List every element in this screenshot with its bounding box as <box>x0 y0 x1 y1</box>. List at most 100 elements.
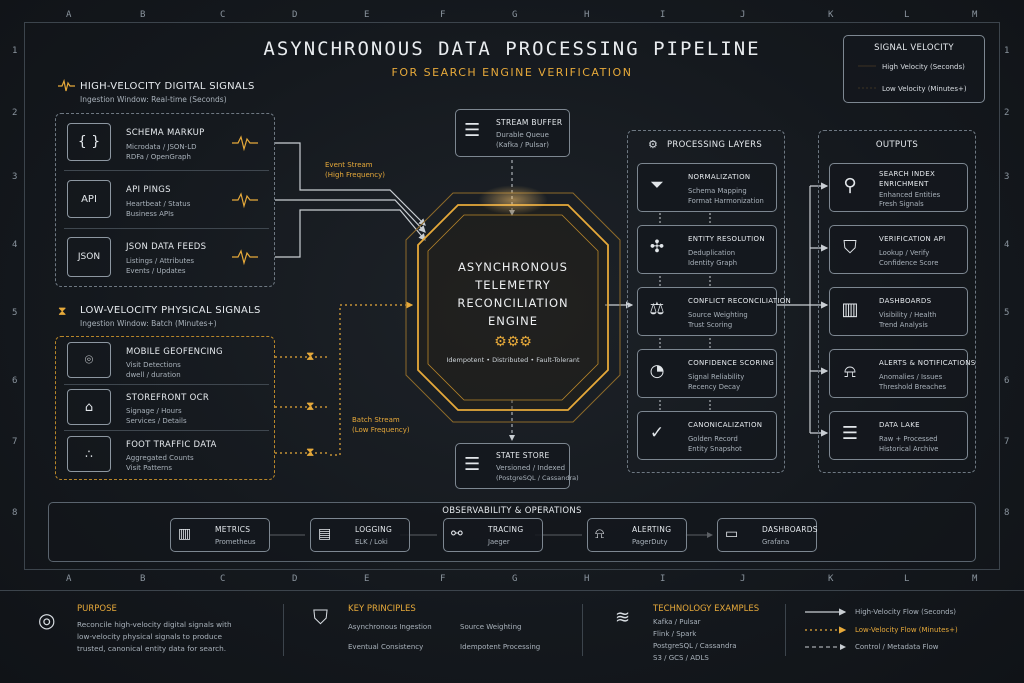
shield-icon: ⛉ <box>313 605 328 629</box>
flow-control-label: Control / Metadata Flow <box>855 643 939 651</box>
bell-icon: ⍾ <box>595 526 605 542</box>
engine-title-1: ASYNCHRONOUS <box>458 260 568 274</box>
grid-row-label: 1 <box>1004 46 1010 56</box>
legend-high: High Velocity (Seconds) <box>882 63 965 71</box>
shield-check-icon: ⛉ <box>843 237 857 258</box>
low-signals-window: Ingestion Window: Batch (Minutes+) <box>80 319 217 328</box>
engine-glow <box>478 185 548 215</box>
check-circle-icon: ✓ <box>649 423 665 443</box>
document-icon: ▤ <box>318 526 332 542</box>
grid-col-label: I <box>660 10 666 20</box>
legend-title: SIGNAL VELOCITY <box>874 43 954 53</box>
event-stream-label: Event Stream <box>325 161 373 169</box>
cloud-api-icon: API <box>67 180 111 218</box>
network-icon: ✣ <box>649 237 665 257</box>
gears-icon: ⚙⚙⚙ <box>494 334 532 350</box>
monitor-icon: ▭ <box>725 526 739 542</box>
grid-col-label: C <box>220 574 226 584</box>
principles-title: KEY PRINCIPLES <box>348 604 416 614</box>
processing-layers-group <box>627 130 785 473</box>
grid-col-label: F <box>440 574 446 584</box>
grid-col-label: G <box>512 574 518 584</box>
grid-row-label: 5 <box>1004 308 1010 318</box>
storefront-icon: ⌂ <box>67 389 111 425</box>
page-subtitle: FOR SEARCH ENGINE VERIFICATION <box>391 66 633 79</box>
divider <box>64 430 269 431</box>
outputs-group <box>818 130 976 473</box>
engine-frame <box>405 192 621 423</box>
bar-chart-icon: ▥ <box>178 526 192 542</box>
grid-col-label: D <box>292 10 298 20</box>
event-stream-sub: (High Frequency) <box>325 171 385 179</box>
stream-buffer-box: ☰ STREAM BUFFER Durable Queue (Kafka / P… <box>455 109 570 157</box>
tech-title: TECHNOLOGY EXAMPLES <box>653 604 760 614</box>
layers-icon: ≋ <box>615 607 631 628</box>
flow-high-label: High-Velocity Flow (Seconds) <box>855 608 956 616</box>
trace-icon: ⚯ <box>451 526 463 542</box>
grid-col-label: G <box>512 10 518 20</box>
vertical-divider <box>785 604 786 656</box>
low-signals-group <box>55 336 275 480</box>
json-file-icon: JSON <box>67 237 111 277</box>
hourglass-icon: ⧗ <box>306 445 315 459</box>
purpose-title: PURPOSE <box>77 604 117 614</box>
outer-frame <box>24 22 1000 570</box>
grid-row-label: 2 <box>1004 108 1010 118</box>
high-signals-group <box>55 113 275 287</box>
gauge-icon: ◔ <box>649 361 665 381</box>
observability-heading: OBSERVABILITY & OPERATIONS <box>442 506 582 516</box>
grid-col-label: J <box>740 10 746 20</box>
grid-col-label: K <box>828 10 834 20</box>
grid-col-label: E <box>364 574 370 584</box>
signal-velocity-legend: SIGNAL VELOCITY High Velocity (Seconds) … <box>843 35 985 103</box>
grid-col-label: D <box>292 574 298 584</box>
outputs-heading: OUTPUTS <box>875 140 919 150</box>
grid-col-label: J <box>740 574 746 584</box>
vertical-divider <box>283 604 284 656</box>
grid-row-label: 6 <box>1004 376 1010 386</box>
location-pin-icon: ⌾ <box>67 342 111 378</box>
database-icon: ☰ <box>464 454 481 475</box>
grid-col-label: H <box>584 10 590 20</box>
grid-col-label: C <box>220 10 226 20</box>
grid-col-label: L <box>904 10 910 20</box>
target-icon: ◎ <box>38 608 56 632</box>
engine-title-4: ENGINE <box>487 314 539 328</box>
hourglass-icon: ⧗ <box>306 349 315 363</box>
magnifier-icon: ⚲ <box>843 175 857 196</box>
grid-row-label: 7 <box>1004 437 1010 447</box>
high-signals-heading: HIGH-VELOCITY DIGITAL SIGNALS <box>80 81 255 92</box>
grid-col-label: I <box>660 574 666 584</box>
grid-row-label: 6 <box>12 376 18 386</box>
page-title: ASYNCHRONOUS DATA PROCESSING PIPELINE <box>263 38 761 60</box>
divider <box>64 170 269 171</box>
engine-title-3: RECONCILIATION <box>457 296 569 310</box>
scales-icon: ⚖ <box>649 299 665 319</box>
low-signals-heading: LOW-VELOCITY PHYSICAL SIGNALS <box>80 305 261 316</box>
high-signals-window: Ingestion Window: Real-time (Seconds) <box>80 95 227 104</box>
footer-divider <box>0 590 1024 591</box>
batch-stream-sub: (Low Frequency) <box>352 426 410 434</box>
grid-row-label: 4 <box>12 240 18 250</box>
hourglass-icon: ⧗ <box>58 304 67 318</box>
divider <box>64 228 269 229</box>
processing-heading: PROCESSING LAYERS <box>667 140 763 150</box>
grid-col-label: E <box>364 10 370 20</box>
braces-icon: { } <box>67 123 111 161</box>
grid-col-label: L <box>904 574 910 584</box>
grid-row-label: 1 <box>12 46 18 56</box>
grid-row-label: 8 <box>12 508 18 518</box>
